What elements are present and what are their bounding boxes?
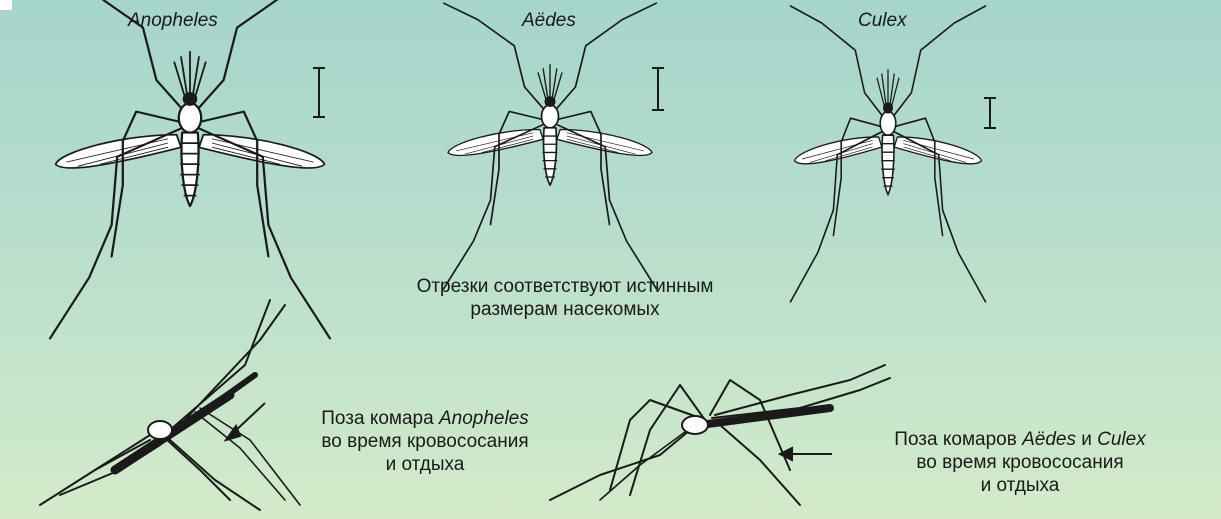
culex-size-bar — [984, 98, 996, 128]
caption-anopheles-pose-line1: Поза комара Anopheles — [275, 407, 575, 430]
label-culex: Culex — [858, 10, 907, 32]
caption-scale-note-line2: размерам насекомых — [330, 298, 800, 321]
anopheles-size-bar — [313, 68, 325, 117]
anopheles-side-view — [40, 300, 300, 510]
caption-species-name: Anopheles — [439, 408, 529, 429]
anopheles-top-view — [50, 0, 330, 338]
culex-top-view — [791, 6, 986, 302]
caption-aedes-culex-pose: Поза комаров Aëdes и Culex во время кров… — [830, 428, 1210, 497]
caption-aedes-culex-pose-line2: во время кровососания — [830, 451, 1210, 474]
aedes-culex-pose-arrow — [780, 448, 832, 460]
caption-anopheles-pose-line2: во время кровососания — [275, 430, 575, 453]
aedes-top-view — [444, 3, 657, 288]
label-anopheles: Anopheles — [128, 10, 218, 32]
caption-anopheles-pose-line3: и отдыха — [275, 453, 575, 476]
label-aedes: Aëdes — [522, 10, 576, 32]
caption-text: Поза комаров — [894, 429, 1022, 450]
anopheles-pose-arrow — [226, 403, 265, 440]
caption-text: Поза комара — [321, 408, 439, 429]
caption-text: и — [1076, 429, 1097, 450]
caption-species-name: Culex — [1097, 429, 1146, 450]
caption-anopheles-pose: Поза комара Anopheles во время кровососа… — [275, 407, 575, 476]
caption-scale-note-line1: Отрезки соответствуют истинным — [330, 275, 800, 298]
aedes-size-bar — [652, 68, 664, 110]
caption-aedes-culex-pose-line3: и отдыха — [830, 474, 1210, 497]
caption-scale-note: Отрезки соответствуют истинным размерам … — [330, 275, 800, 321]
caption-aedes-culex-pose-line1: Поза комаров Aëdes и Culex — [830, 428, 1210, 451]
caption-species-name: Aëdes — [1022, 429, 1076, 450]
